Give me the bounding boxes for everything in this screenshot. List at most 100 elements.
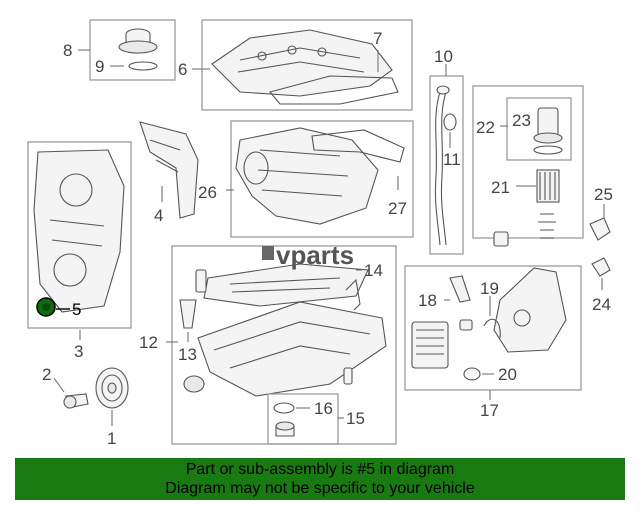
callout-16[interactable]: 16	[314, 399, 333, 418]
crankshaft-pulley-hub	[107, 382, 117, 394]
engine-front-cover	[33, 149, 125, 313]
dipstick-handle	[436, 85, 450, 95]
camshaft-cover-ribs	[237, 47, 365, 73]
oil-pan-bolt	[195, 269, 207, 293]
timing-cover-group: 4	[139, 121, 199, 225]
dipstick-tube	[434, 91, 441, 246]
oil-filter-cap-seal	[533, 145, 563, 155]
cover-bolt-c	[317, 47, 327, 57]
oil-cooler-gasket-18	[449, 275, 471, 303]
intake-runners	[257, 149, 349, 197]
callout-18[interactable]: 18	[418, 291, 437, 310]
callout-26[interactable]: 26	[198, 183, 217, 202]
oil-pan-group: 12 13 14 16 15	[139, 245, 397, 445]
oil-cooler-seal-20	[463, 367, 481, 381]
dipstick-tube-edge	[440, 91, 447, 246]
group-box-26	[230, 120, 414, 238]
leader-2	[53, 377, 65, 393]
oil-pan-tube	[345, 278, 361, 311]
oil-cooler-group: 18 19 20 17	[404, 265, 582, 420]
crankshaft-pulley-groove	[101, 374, 123, 402]
oil-cooler-fins	[416, 329, 444, 355]
callout-19[interactable]: 19	[480, 279, 499, 298]
bracket-25	[589, 217, 611, 241]
pulley-group: 1 2	[42, 365, 129, 448]
drain-plug-gasket	[273, 402, 295, 414]
crankshaft-front-seal-bore	[42, 303, 50, 311]
callout-10[interactable]: 10	[434, 47, 453, 66]
callout-6[interactable]: 6	[178, 60, 187, 79]
front-cover-bore-upper	[59, 173, 93, 207]
oil-filter-cap-base	[533, 132, 563, 144]
oil-cooler-port	[513, 309, 531, 327]
oil-filter-valve	[493, 231, 509, 247]
oil-filler-cap-group: 8 9	[63, 19, 176, 81]
oil-level-sensor	[179, 299, 197, 329]
camshaft-cover-gasket	[269, 75, 399, 105]
group-box-6	[201, 19, 413, 111]
vparts-watermark-text: vparts	[276, 240, 354, 270]
vparts-logo-icon	[262, 246, 274, 260]
diagram-notice-banner: Part or sub-assembly is #5 in diagram Di…	[15, 458, 625, 500]
timing-cover	[139, 121, 199, 219]
banner-line-1: Part or sub-assembly is #5 in diagram	[185, 461, 455, 478]
oil-filter-element	[536, 169, 560, 203]
oil-filter-spring	[538, 213, 556, 239]
dipstick-seal	[443, 113, 457, 131]
callout-7[interactable]: 7	[373, 29, 382, 48]
oil-pan-baffle	[229, 277, 341, 293]
group-box-3	[27, 141, 132, 329]
engine-parts-diagram: 8 9 7 6 10 11	[27, 19, 613, 448]
callout-23[interactable]: 23	[512, 111, 531, 130]
oil-cooler	[411, 321, 449, 369]
drain-plug-head	[275, 421, 295, 431]
callout-2[interactable]: 2	[42, 365, 51, 384]
oil-pan-stud	[343, 367, 353, 385]
camshaft-cover-group: 7 6	[178, 19, 413, 111]
callout-17[interactable]: 17	[480, 401, 499, 420]
oil-filter-group: 21 22 23 25 24	[472, 85, 613, 314]
callout-15[interactable]: 15	[346, 409, 365, 428]
vparts-watermark: vparts	[262, 240, 354, 270]
engine-front-cover-group: 5 3	[27, 141, 132, 361]
callout-25[interactable]: 25	[594, 185, 613, 204]
callout-5[interactable]: 5	[72, 300, 81, 319]
oil-pan-plug-seal	[183, 375, 205, 393]
intake-manifold	[235, 127, 379, 225]
cover-bolt-a	[257, 51, 267, 61]
timing-cover-ribs	[149, 139, 181, 173]
callout-24[interactable]: 24	[592, 295, 611, 314]
crankshaft-bolt-head	[63, 395, 77, 409]
intake-manifold-group: 26 27	[198, 120, 414, 238]
front-cover-bore-lower	[53, 253, 87, 287]
oil-cap-flange	[118, 40, 158, 54]
callout-4[interactable]: 4	[154, 206, 163, 225]
dipstick-group: 10 11	[429, 47, 464, 255]
callout-22[interactable]: 22	[476, 118, 495, 137]
callout-8[interactable]: 8	[63, 41, 72, 60]
front-cover-ribs	[49, 219, 105, 247]
callout-13[interactable]: 13	[178, 345, 197, 364]
oil-cooler-fitting	[459, 319, 473, 331]
oil-filter-pleats	[539, 172, 556, 200]
callout-21[interactable]: 21	[491, 178, 510, 197]
oil-pan-flange	[213, 321, 371, 369]
group-box-21	[472, 85, 584, 239]
group-box-15	[267, 393, 339, 445]
callout-11[interactable]: 11	[443, 150, 461, 169]
oil-cooler-housing	[493, 267, 567, 353]
oil-cooler-seal-19	[483, 318, 501, 339]
fitting-24	[591, 257, 611, 277]
callout-27[interactable]: 27	[388, 199, 407, 218]
group-box-23	[506, 97, 572, 161]
callout-3[interactable]: 3	[74, 342, 83, 361]
throttle-opening	[243, 151, 269, 185]
callout-12[interactable]: 12	[139, 333, 158, 352]
banner-line-2: Diagram may not be specific to your vehi…	[165, 480, 475, 497]
callout-9[interactable]: 9	[95, 57, 104, 76]
callout-1[interactable]: 1	[107, 429, 116, 448]
cover-bolt-b	[287, 45, 297, 55]
callout-14[interactable]: 14	[364, 261, 383, 280]
oil-filter-cap	[537, 107, 559, 137]
callout-20[interactable]: 20	[498, 365, 517, 384]
